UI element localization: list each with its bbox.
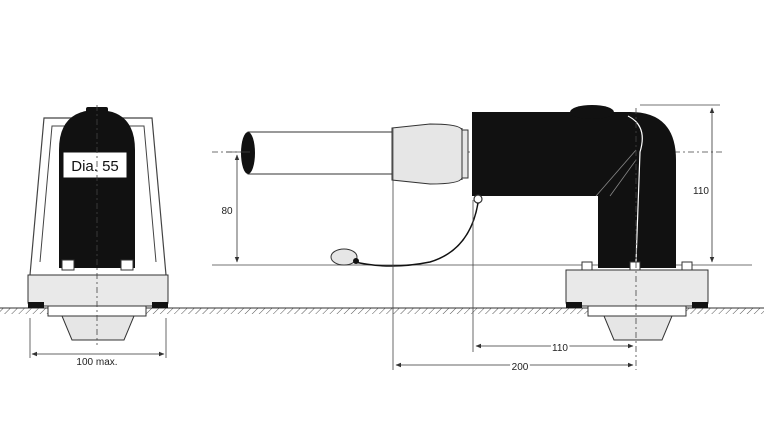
height-total-dimension-label: 110: [693, 186, 709, 197]
side-view: 80 110 110 200: [212, 104, 752, 375]
side-ground-sleeve: [603, 315, 673, 341]
pipe: [247, 131, 397, 175]
length-total-dimension-label: 200: [512, 362, 529, 373]
elbow-nozzle: [570, 105, 614, 119]
ground-sleeve: [61, 315, 135, 341]
cable-lug: [330, 248, 358, 266]
diameter-label: Dia. 55: [71, 158, 119, 175]
length-unit-dimension-label: 110: [552, 343, 568, 354]
side-base-plate: [565, 269, 709, 307]
elbow-body: [472, 112, 676, 268]
pipe-adapter: [391, 123, 469, 185]
base-plate: [27, 274, 169, 307]
safety-cable: [354, 202, 479, 267]
height-axis-dimension-label: 80: [221, 206, 233, 217]
diameter-label-box: [62, 151, 128, 179]
front-view: Dia. 55 100 max.: [27, 105, 169, 368]
width-dimension-label: 100 max.: [76, 357, 117, 368]
